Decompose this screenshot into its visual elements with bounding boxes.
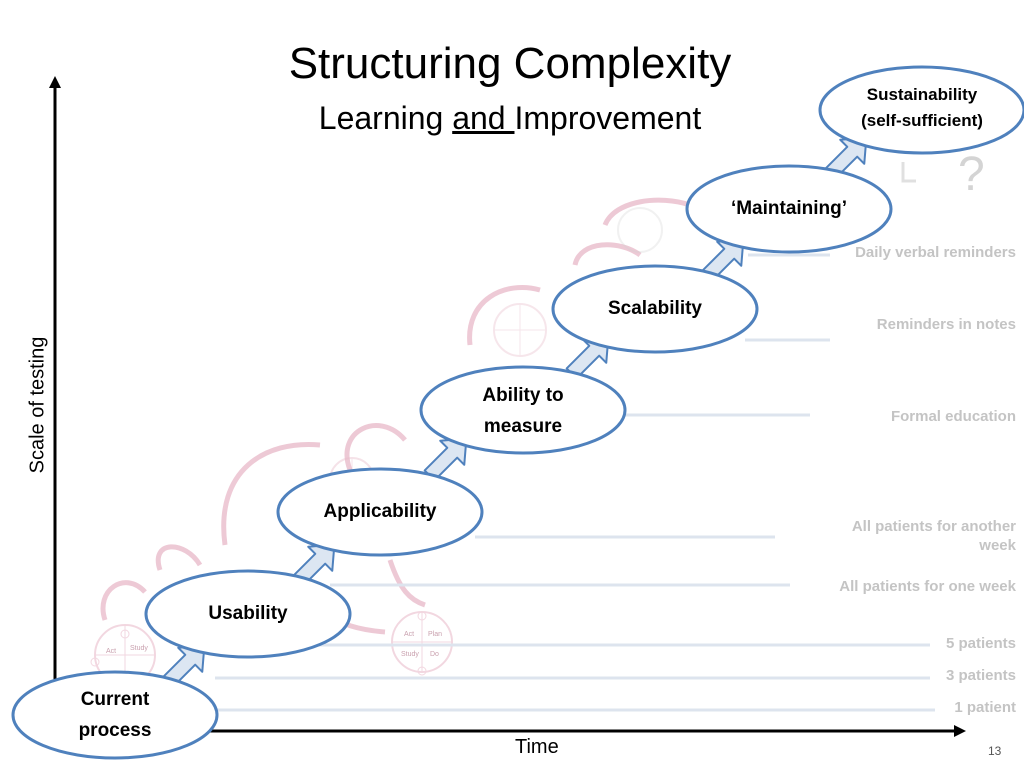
- pdsa-act-2: Act: [404, 631, 414, 638]
- scale-label-3-patients: 3 patients: [945, 667, 1016, 684]
- stage-scalability: [551, 264, 759, 354]
- cycle-swirl-6: [467, 284, 541, 346]
- scale-label-one-week: All patients for one week: [839, 578, 1016, 595]
- stage-label-sustainability-line1: Sustainability: [866, 85, 978, 104]
- scale-label-daily-verbal-reminders: Daily verbal reminders: [855, 244, 1016, 261]
- step-arrows: [161, 136, 868, 689]
- scale-guide-lines: [215, 253, 935, 712]
- stage-sustainability: [818, 65, 1024, 155]
- scale-label-reminders-in-notes: Reminders in notes: [876, 316, 1016, 333]
- stage-label-ability-line1: Ability to: [482, 385, 564, 406]
- page-number: 13: [988, 744, 1002, 758]
- question-mark: ?: [958, 148, 985, 201]
- page-subtitle: Learning and Improvement: [180, 98, 840, 138]
- stage-label-scalability: Scalability: [608, 298, 702, 319]
- scale-label-formal-education: Formal education: [890, 408, 1016, 425]
- scale-label-another-week: All patients for another week: [851, 518, 1016, 554]
- stage-current-process: [11, 670, 219, 760]
- cycle-swirl-2: [155, 544, 203, 571]
- pdsa-study-2: Study: [401, 651, 419, 658]
- subtitle-part2: and: [452, 100, 515, 136]
- cycle-swirl-8: [602, 197, 691, 227]
- stage-label-sustainability: Sustainability (self-sufficient): [832, 82, 1012, 134]
- page-title: Structuring Complexity: [288, 39, 732, 88]
- stage-applicability: [276, 467, 484, 557]
- stage-label-current-line1: Current: [80, 689, 150, 710]
- stage-label-ability-to-measure: Ability to measure: [433, 380, 613, 442]
- cycle-swirl-4: [344, 423, 407, 471]
- stage-label-maintaining: ‘Maintaining’: [730, 198, 848, 219]
- subtitle-part3: Improvement: [514, 100, 702, 136]
- pdsa-study-1: Study: [130, 645, 148, 652]
- stage-maintaining: [685, 164, 893, 254]
- pdsa-wheel-2: [391, 611, 453, 676]
- pdsa-wheel-4: [493, 303, 547, 357]
- cycle-swirl-3: [221, 441, 321, 546]
- subtitle-part1: Learning: [318, 100, 453, 136]
- cycle-swirl-5: [387, 559, 426, 608]
- cycle-swirl-1: [100, 580, 147, 621]
- pdsa-plan-2: Plan: [428, 631, 442, 638]
- stage-usability: [144, 569, 352, 659]
- stage-label-current-line2: process: [78, 720, 152, 741]
- scale-label-5-patients: 5 patients: [945, 635, 1016, 652]
- stage-label-sustainability-line2: (self-sufficient): [861, 111, 983, 130]
- stage-ellipses: [11, 65, 1024, 760]
- stage-ability-to-measure: [419, 365, 627, 455]
- x-axis-label: Time: [515, 736, 559, 758]
- scale-label-1-patient: 1 patient: [954, 699, 1016, 716]
- stage-label-applicability: Applicability: [323, 501, 437, 522]
- stage-label-ability-line2: measure: [483, 416, 563, 437]
- pdsa-do-2: Do: [430, 651, 439, 658]
- bracket-mark: [901, 162, 916, 183]
- stage-label-current-process: Current process: [25, 684, 205, 746]
- stage-label-usability: Usability: [208, 603, 288, 624]
- pdsa-act-1: Act: [106, 648, 116, 655]
- y-axis-label: Scale of testing: [26, 336, 49, 474]
- cycle-swirl-7: [572, 242, 642, 266]
- pdsa-wheel-5: [617, 207, 663, 253]
